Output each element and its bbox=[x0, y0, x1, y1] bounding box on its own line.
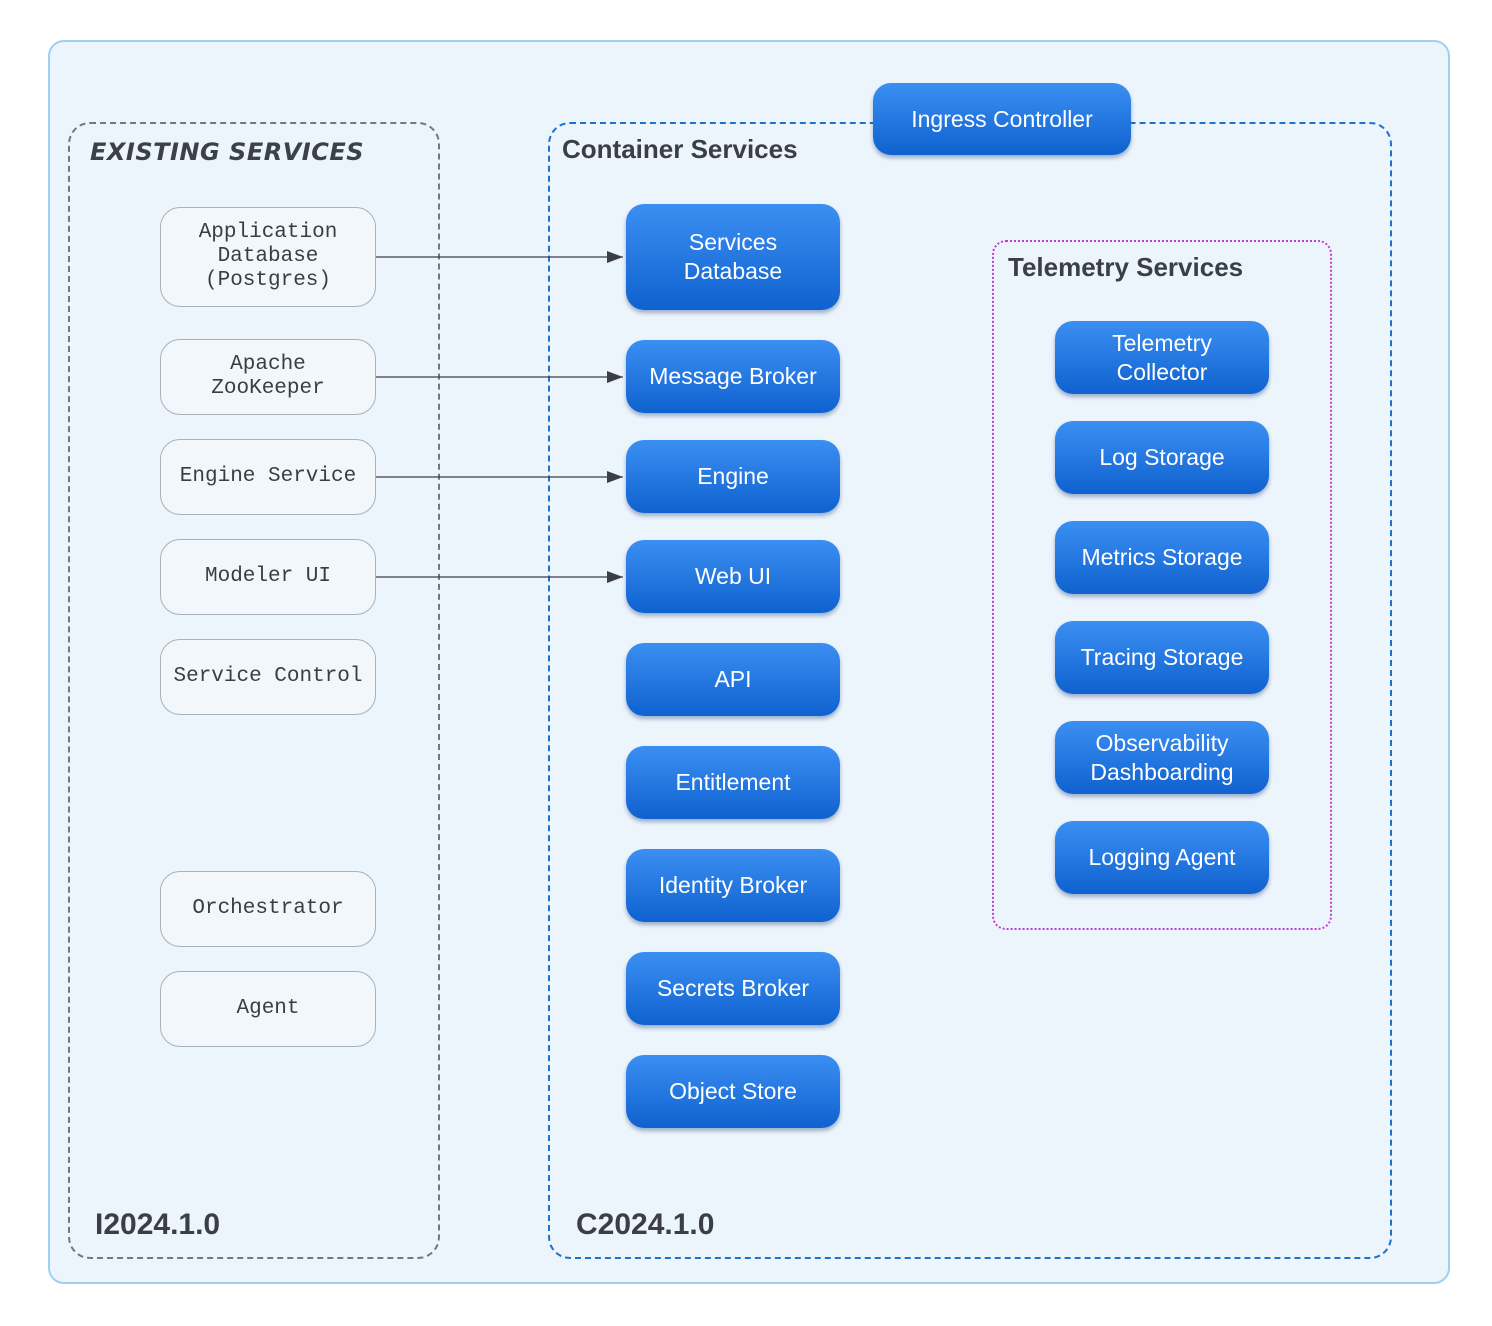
existing-service-engine[interactable]: Engine Service bbox=[160, 439, 376, 515]
existing-service-control[interactable]: Service Control bbox=[160, 639, 376, 715]
existing-service-modeler-ui[interactable]: Modeler UI bbox=[160, 539, 376, 615]
container-service-web-ui[interactable]: Web UI bbox=[626, 540, 840, 613]
telemetry-service-metrics-storage[interactable]: Metrics Storage bbox=[1055, 521, 1269, 594]
existing-service-postgres[interactable]: Application Database (Postgres) bbox=[160, 207, 376, 307]
container-service-engine[interactable]: Engine bbox=[626, 440, 840, 513]
ingress-controller[interactable]: Ingress Controller bbox=[873, 83, 1131, 155]
container-service-entitlement[interactable]: Entitlement bbox=[626, 746, 840, 819]
container-services-title: Container Services bbox=[562, 134, 798, 164]
container-service-message-broker[interactable]: Message Broker bbox=[626, 340, 840, 413]
telemetry-service-log-storage[interactable]: Log Storage bbox=[1055, 421, 1269, 494]
telemetry-services-title: Telemetry Services bbox=[1008, 252, 1244, 282]
container-version-label: C2024.1.0 bbox=[576, 1208, 715, 1241]
existing-services-group bbox=[68, 122, 440, 1259]
telemetry-services-group bbox=[992, 240, 1332, 930]
existing-version-label: I2024.1.0 bbox=[95, 1208, 221, 1241]
container-service-identity-broker[interactable]: Identity Broker bbox=[626, 849, 840, 922]
container-service-services-database[interactable]: Services Database bbox=[626, 204, 840, 310]
telemetry-service-observability-dashboarding[interactable]: Observability Dashboarding bbox=[1055, 721, 1269, 794]
existing-service-agent[interactable]: Agent bbox=[160, 971, 376, 1047]
container-service-api[interactable]: API bbox=[626, 643, 840, 716]
container-service-object-store[interactable]: Object Store bbox=[626, 1055, 840, 1128]
existing-services-title: EXISTING SERVICES bbox=[90, 138, 365, 166]
telemetry-service-logging-agent[interactable]: Logging Agent bbox=[1055, 821, 1269, 894]
existing-service-zookeeper[interactable]: Apache ZooKeeper bbox=[160, 339, 376, 415]
telemetry-service-tracing-storage[interactable]: Tracing Storage bbox=[1055, 621, 1269, 694]
telemetry-service-collector[interactable]: Telemetry Collector bbox=[1055, 321, 1269, 394]
existing-service-orchestrator[interactable]: Orchestrator bbox=[160, 871, 376, 947]
container-service-secrets-broker[interactable]: Secrets Broker bbox=[626, 952, 840, 1025]
